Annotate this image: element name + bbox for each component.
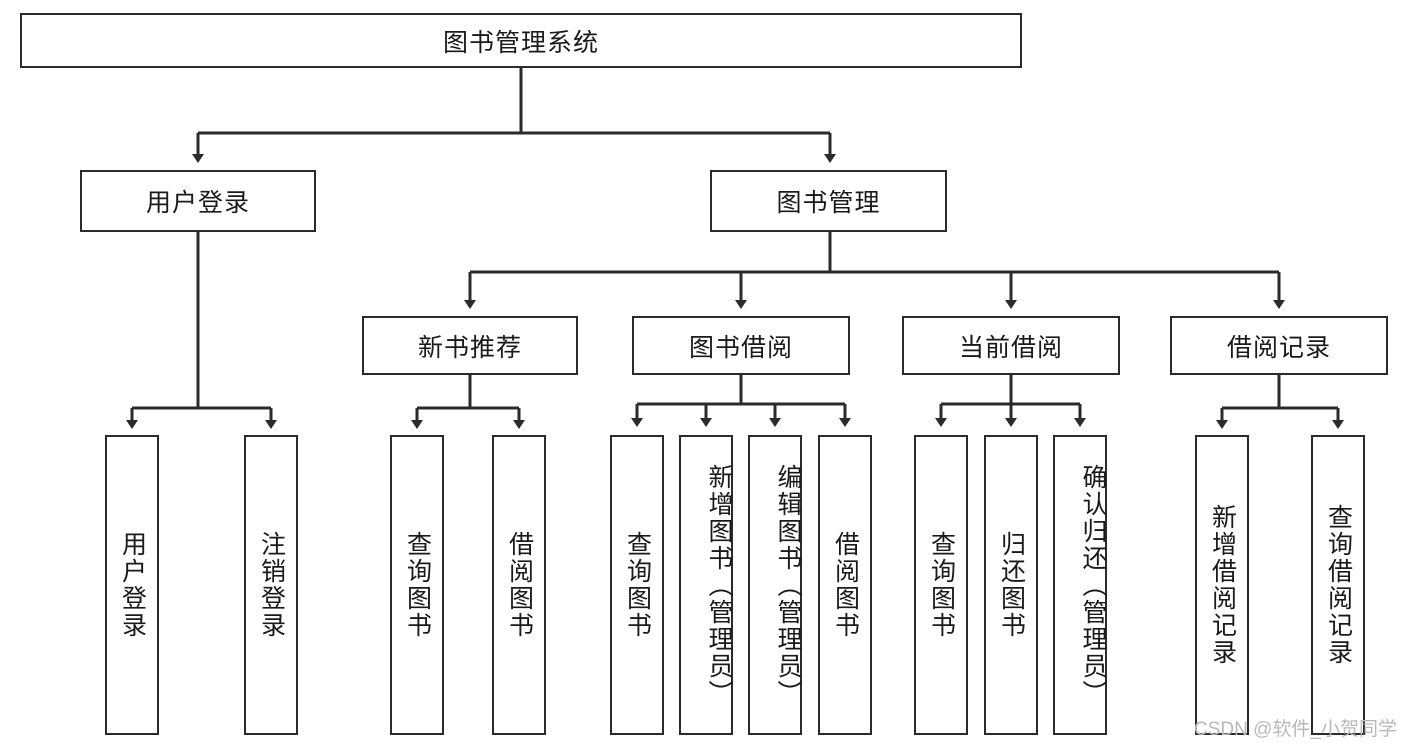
csdn-watermark: CSDN @软件_小贺同学 bbox=[1194, 719, 1397, 740]
leaf-book-borrow-query-book[interactable]: 查询图书 bbox=[610, 435, 664, 735]
leaf-current-borrow-confirm-return-admin[interactable]: 确认归还（管理员） bbox=[1053, 435, 1107, 735]
leaf-user-login-login[interactable]: 用户登录 bbox=[105, 435, 159, 735]
leaf-new-book-borrow-book[interactable]: 借阅图书 bbox=[492, 435, 546, 735]
leaf-book-borrow-add-book-admin[interactable]: 新增图书（管理员） bbox=[679, 435, 733, 735]
node-new-book-recommend[interactable]: 新书推荐 bbox=[362, 316, 578, 375]
node-borrow-record[interactable]: 借阅记录 bbox=[1170, 316, 1388, 375]
node-label: 查询借阅记录 bbox=[1324, 504, 1353, 666]
node-label: 用户登录 bbox=[118, 531, 147, 639]
leaf-current-borrow-return-book[interactable]: 归还图书 bbox=[984, 435, 1038, 735]
node-label: 查询图书 bbox=[623, 531, 652, 639]
leaf-current-borrow-query-book[interactable]: 查询图书 bbox=[914, 435, 968, 735]
node-label: 当前借阅 bbox=[958, 333, 1063, 362]
node-label: 查询图书 bbox=[403, 531, 432, 639]
leaf-book-borrow-edit-book-admin[interactable]: 编辑图书（管理员） bbox=[748, 435, 802, 735]
node-current-borrow[interactable]: 当前借阅 bbox=[902, 316, 1120, 375]
leaf-user-login-logout[interactable]: 注销登录 bbox=[244, 435, 298, 735]
node-label: 新增借阅记录 bbox=[1208, 504, 1237, 666]
node-label: 借阅图书 bbox=[505, 531, 534, 639]
node-label: 借阅记录 bbox=[1226, 333, 1331, 362]
node-label: 借阅图书 bbox=[831, 531, 860, 639]
node-label: 新书推荐 bbox=[417, 333, 522, 362]
node-label: 新增图书（管理员） bbox=[705, 463, 733, 707]
node-book-management[interactable]: 图书管理 bbox=[710, 170, 947, 232]
node-user-login[interactable]: 用户登录 bbox=[80, 170, 316, 232]
node-label: 注销登录 bbox=[257, 531, 286, 639]
node-label: 查询图书 bbox=[927, 531, 956, 639]
node-label: 图书借阅 bbox=[688, 333, 793, 362]
node-book-borrow[interactable]: 图书借阅 bbox=[632, 316, 850, 375]
leaf-new-book-query-book[interactable]: 查询图书 bbox=[390, 435, 444, 735]
leaf-borrow-record-query-record[interactable]: 查询借阅记录 bbox=[1311, 435, 1365, 735]
leaf-book-borrow-borrow-book[interactable]: 借阅图书 bbox=[818, 435, 872, 735]
node-label: 图书管理 bbox=[776, 189, 881, 217]
node-label: 用户登录 bbox=[145, 189, 250, 217]
node-label: 确认归还（管理员） bbox=[1079, 463, 1107, 707]
leaf-borrow-record-add-record[interactable]: 新增借阅记录 bbox=[1195, 435, 1249, 735]
node-label: 归还图书 bbox=[997, 531, 1026, 639]
node-label: 图书管理系统 bbox=[442, 28, 599, 57]
node-root-book-management-system[interactable]: 图书管理系统 bbox=[20, 13, 1022, 68]
node-label: 编辑图书（管理员） bbox=[774, 463, 802, 707]
